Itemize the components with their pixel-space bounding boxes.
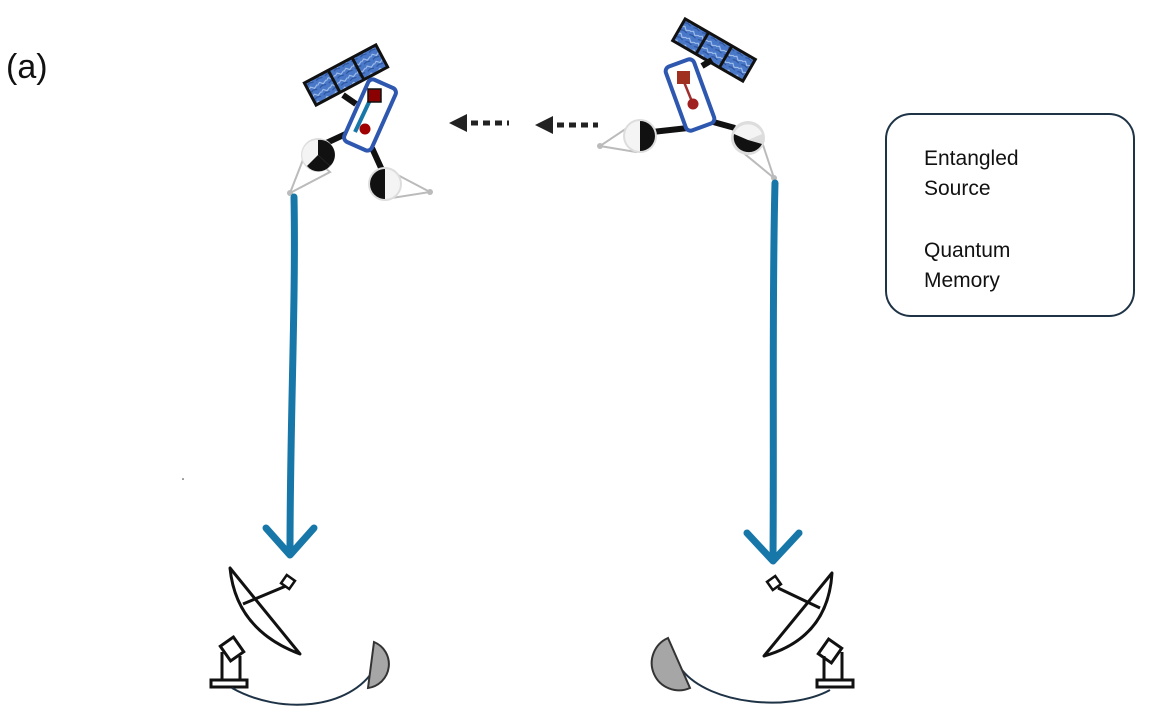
satellite-dish-icon (209, 566, 302, 689)
quantum-memory-right (677, 71, 690, 84)
entangled-source-left (359, 123, 371, 135)
telescope-icon (597, 119, 657, 154)
satellite-body-left (342, 77, 398, 153)
fiber-right (681, 669, 831, 704)
arm (369, 146, 385, 172)
solar-panel-right (670, 16, 758, 84)
arm (700, 57, 714, 69)
legend-entangled-source-label: Entangled Source (924, 147, 1019, 200)
legend (885, 113, 1135, 317)
detector-left (366, 640, 390, 690)
entangled-source-right (687, 98, 699, 110)
panel-label: (a) (6, 48, 48, 86)
downlink-arrow-right (743, 179, 803, 565)
speck (182, 478, 184, 480)
quantum-memory-left (367, 88, 382, 103)
satellite-right (597, 16, 777, 181)
solar-panel-left (302, 42, 390, 108)
detector-right (650, 636, 692, 692)
legend-quantum-memory-label: Quantum Memory (924, 239, 1011, 292)
telescope-icon (287, 138, 335, 196)
telescope-icon (731, 121, 777, 181)
fiber-left (231, 667, 376, 706)
internal-link (353, 99, 372, 133)
satellite-dish-icon (762, 571, 855, 689)
inter-satellite-arrow-2 (535, 116, 598, 134)
downlink-arrow-left (262, 193, 318, 559)
arm (341, 92, 358, 107)
telescope-icon (368, 167, 434, 201)
inter-satellite-arrow-1 (449, 114, 509, 132)
arm (651, 125, 689, 135)
satellite-left (287, 42, 434, 201)
